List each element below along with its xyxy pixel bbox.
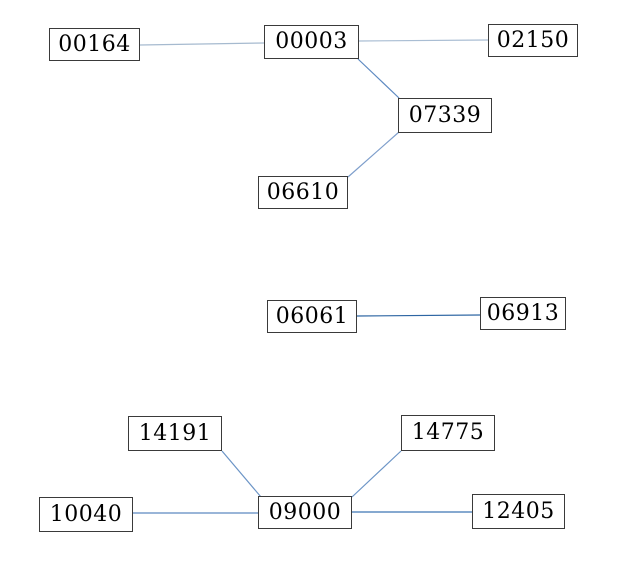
graph-node-14775: 14775 [401,415,495,451]
graph-node-02150: 02150 [488,24,578,57]
graph-node-10040: 10040 [39,497,133,532]
graph-node-00003: 00003 [264,25,359,59]
graph-node-06610: 06610 [258,176,348,209]
graph-edge-14191-09000 [221,450,262,498]
graph-node-14191: 14191 [128,416,222,451]
graph-edge-00164-00003 [139,42,265,46]
graph-node-07339: 07339 [398,98,492,133]
graph-node-06061: 06061 [267,300,357,333]
graph-edge-00003-07339 [357,58,400,99]
graph-edge-06061-06913 [356,314,481,317]
graph-node-00164: 00164 [49,28,140,61]
graph-node-12405: 12405 [472,494,565,529]
graph-edge-14775-09000 [351,450,402,498]
graph-node-09000: 09000 [258,496,352,529]
graph-edge-00003-02150 [358,39,489,42]
graph-node-06913: 06913 [480,297,566,330]
graph-edge-07339-06610 [347,131,400,178]
